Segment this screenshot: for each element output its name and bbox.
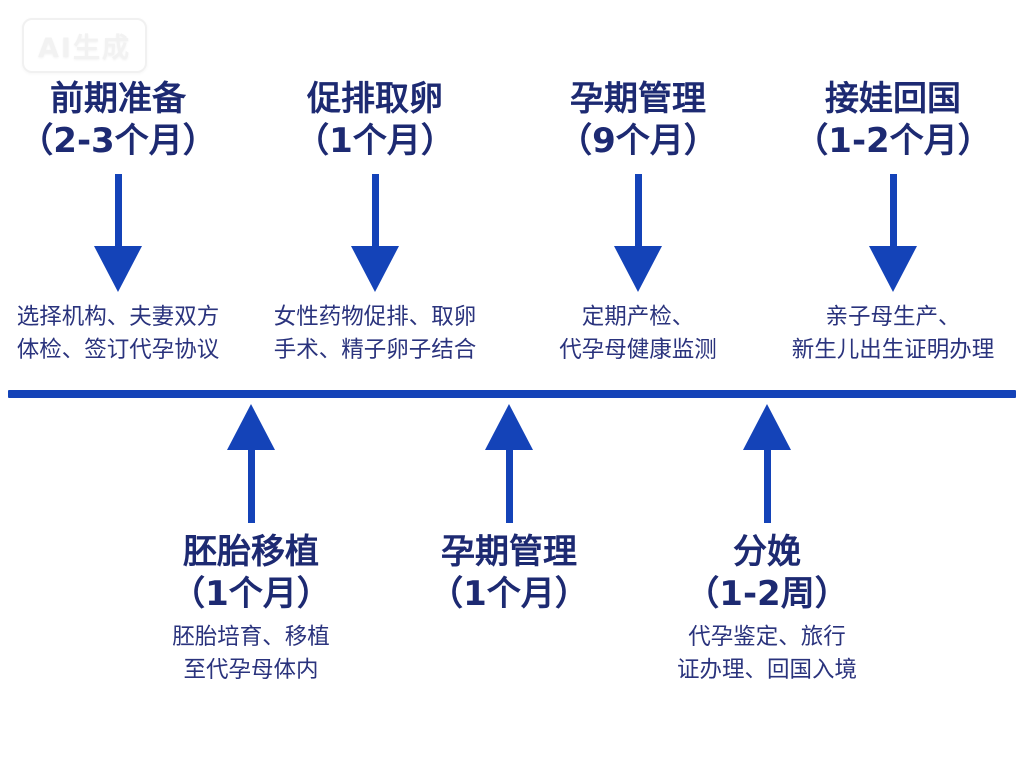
- stage-duration: （1个月）: [171, 574, 331, 615]
- stage-description-line: 新生儿出生证明办理: [791, 336, 995, 363]
- up-arrow-icon: [637, 404, 897, 523]
- stage-description-line: 体检、签订代孕协议: [16, 336, 220, 363]
- stage-description-line: 证办理、回国入境: [676, 656, 857, 683]
- stage-description-line: 代孕鉴定、旅行: [688, 624, 846, 651]
- stage-title-text: 接娃回国: [825, 79, 961, 119]
- stage-duration: （2-3个月）: [19, 121, 217, 162]
- stage-duration: （1-2周）: [685, 574, 849, 615]
- stage-egg-retrieval: 促排取卵 （1个月） 女性药物促排、取卵 手术、精子卵子结合: [255, 78, 495, 367]
- up-arrow-icon: [379, 404, 639, 523]
- down-arrow-icon: [255, 174, 495, 293]
- stage-description: 女性药物促排、取卵 手术、精子卵子结合: [255, 301, 495, 366]
- stage-description-line: 胚胎培育、移植: [172, 624, 330, 651]
- stage-duration: （1-2个月）: [794, 121, 992, 162]
- stage-pregnancy-management-bottom: 孕期管理 （1个月）: [379, 404, 639, 621]
- stage-title: 前期准备 （2-3个月）: [0, 78, 238, 162]
- down-arrow-icon: [773, 174, 1013, 293]
- stage-pregnancy-management-top: 孕期管理 （9个月） 定期产检、 代孕母健康监测: [518, 78, 758, 367]
- stage-description: 亲子母生产、 新生儿出生证明办理: [773, 301, 1013, 366]
- ai-generated-watermark: AI生成: [22, 18, 147, 73]
- stage-description-line: 代孕母健康监测: [559, 336, 717, 363]
- down-arrow-icon: [518, 174, 758, 293]
- stage-title-text: 促排取卵: [307, 79, 443, 119]
- stage-description: 胚胎培育、移植 至代孕母体内: [121, 621, 381, 686]
- stage-title: 接娃回国 （1-2个月）: [773, 78, 1013, 162]
- stage-embryo-transfer: 胚胎移植 （1个月） 胚胎培育、移植 至代孕母体内: [121, 404, 381, 687]
- stage-description-line: 定期产检、: [581, 304, 695, 331]
- stage-title: 分娩 （1-2周）: [637, 531, 897, 615]
- stage-description-line: 亲子母生产、: [825, 304, 961, 331]
- stage-preparation: 前期准备 （2-3个月） 选择机构、夫妻双方 体检、签订代孕协议: [0, 78, 238, 367]
- timeline-bar: [8, 390, 1016, 398]
- stage-title: 胚胎移植 （1个月）: [121, 531, 381, 615]
- stage-description-line: 女性药物促排、取卵: [273, 304, 477, 331]
- stage-title: 孕期管理 （9个月）: [518, 78, 758, 162]
- stage-title-text: 胚胎移植: [183, 532, 319, 572]
- stage-delivery: 分娩 （1-2周） 代孕鉴定、旅行 证办理、回国入境: [637, 404, 897, 687]
- stage-description: 代孕鉴定、旅行 证办理、回国入境: [637, 621, 897, 686]
- stage-duration: （1个月）: [429, 574, 589, 615]
- stage-title-text: 孕期管理: [570, 79, 706, 119]
- stage-description-line: 手术、精子卵子结合: [273, 336, 477, 363]
- stage-title-text: 前期准备: [50, 79, 186, 119]
- stage-return-home: 接娃回国 （1-2个月） 亲子母生产、 新生儿出生证明办理: [773, 78, 1013, 367]
- stage-description: 选择机构、夫妻双方 体检、签订代孕协议: [0, 301, 238, 366]
- stage-description: 定期产检、 代孕母健康监测: [518, 301, 758, 366]
- stage-title-text: 孕期管理: [441, 532, 577, 572]
- stage-description-line: 至代孕母体内: [183, 656, 319, 683]
- up-arrow-icon: [121, 404, 381, 523]
- ai-generated-watermark-label: AI生成: [38, 33, 131, 64]
- stage-description-line: 选择机构、夫妻双方: [16, 304, 220, 331]
- stage-title-text: 分娩: [733, 532, 801, 572]
- stage-duration: （9个月）: [558, 121, 718, 162]
- stage-duration: （1个月）: [295, 121, 455, 162]
- stage-title: 孕期管理 （1个月）: [379, 531, 639, 615]
- stage-title: 促排取卵 （1个月）: [255, 78, 495, 162]
- down-arrow-icon: [0, 174, 238, 293]
